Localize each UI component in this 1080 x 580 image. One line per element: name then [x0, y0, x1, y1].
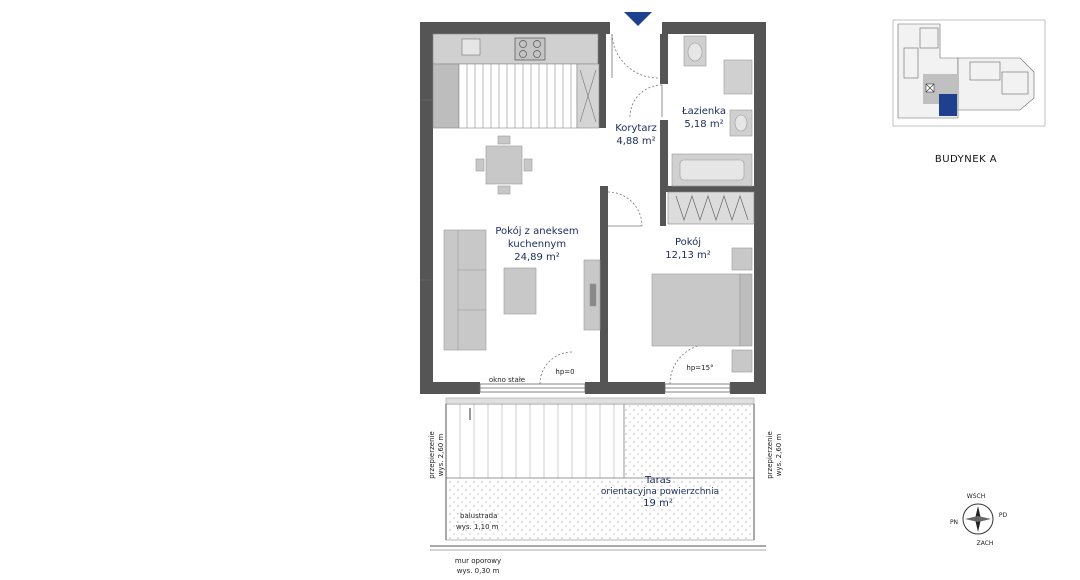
terrace [430, 397, 766, 551]
compass-north: WSCH [967, 493, 985, 500]
sink-icon [461, 38, 481, 56]
terrace-name: Taras [644, 475, 671, 486]
retaining-wall-line1: mur oporowy [455, 557, 501, 565]
compass-icon [962, 503, 994, 535]
bedroom-area: 12,13 m² [665, 250, 711, 261]
living-room-name-line1: Pokój z aneksem [495, 225, 578, 237]
compass-west: PN [950, 519, 958, 526]
partition-right-line2: wys. 2,60 m [775, 434, 783, 477]
partition-left-line1: przepierzenie [428, 431, 436, 479]
bathroom-area: 5,18 m² [684, 119, 723, 130]
windows [420, 99, 731, 393]
corridor-name: Korytarz [615, 123, 657, 134]
dining-table [475, 135, 533, 195]
living-room-name-line2: kuchennym [508, 239, 566, 250]
bedroom-name: Pokój [675, 236, 701, 248]
kitchen-counter [432, 33, 600, 129]
partition-left-line2: wys. 2,60 m [437, 434, 445, 477]
hob-icon [514, 37, 546, 61]
hp-living-label: hp=0 [555, 368, 574, 376]
entrance-arrow-icon [624, 12, 652, 26]
corridor-area: 4,88 m² [616, 136, 655, 147]
terrace-sub: orientacyjna powierzchnia [601, 487, 719, 497]
living-room-area: 24,89 m² [514, 252, 560, 263]
balustrade-line2: wys. 1,10 m [456, 523, 499, 531]
bedroom-wardrobe [667, 191, 755, 225]
apartment-highlight [939, 94, 957, 116]
compass-south: ZACH [977, 540, 994, 547]
bathroom-name: Łazienka [681, 106, 726, 117]
bathroom-fixtures [671, 35, 753, 187]
hp-bedroom-label: hp=15° [686, 364, 713, 372]
walls [420, 22, 766, 394]
balustrade-line1: balustrada [460, 512, 497, 520]
tv-unit [583, 259, 601, 331]
sofa [443, 229, 537, 351]
terrace-area: 19 m² [643, 498, 673, 509]
fixed-window-label: okno stałe [489, 376, 525, 384]
partition-right-line1: przepierzenie [766, 431, 774, 479]
retaining-wall-line2: wys. 0,30 m [457, 567, 500, 575]
compass-east: PD [999, 512, 1008, 519]
building-label: BUDYNEK A [935, 154, 997, 165]
doors [539, 33, 711, 385]
key-plan [892, 19, 1046, 127]
bed [651, 247, 753, 373]
